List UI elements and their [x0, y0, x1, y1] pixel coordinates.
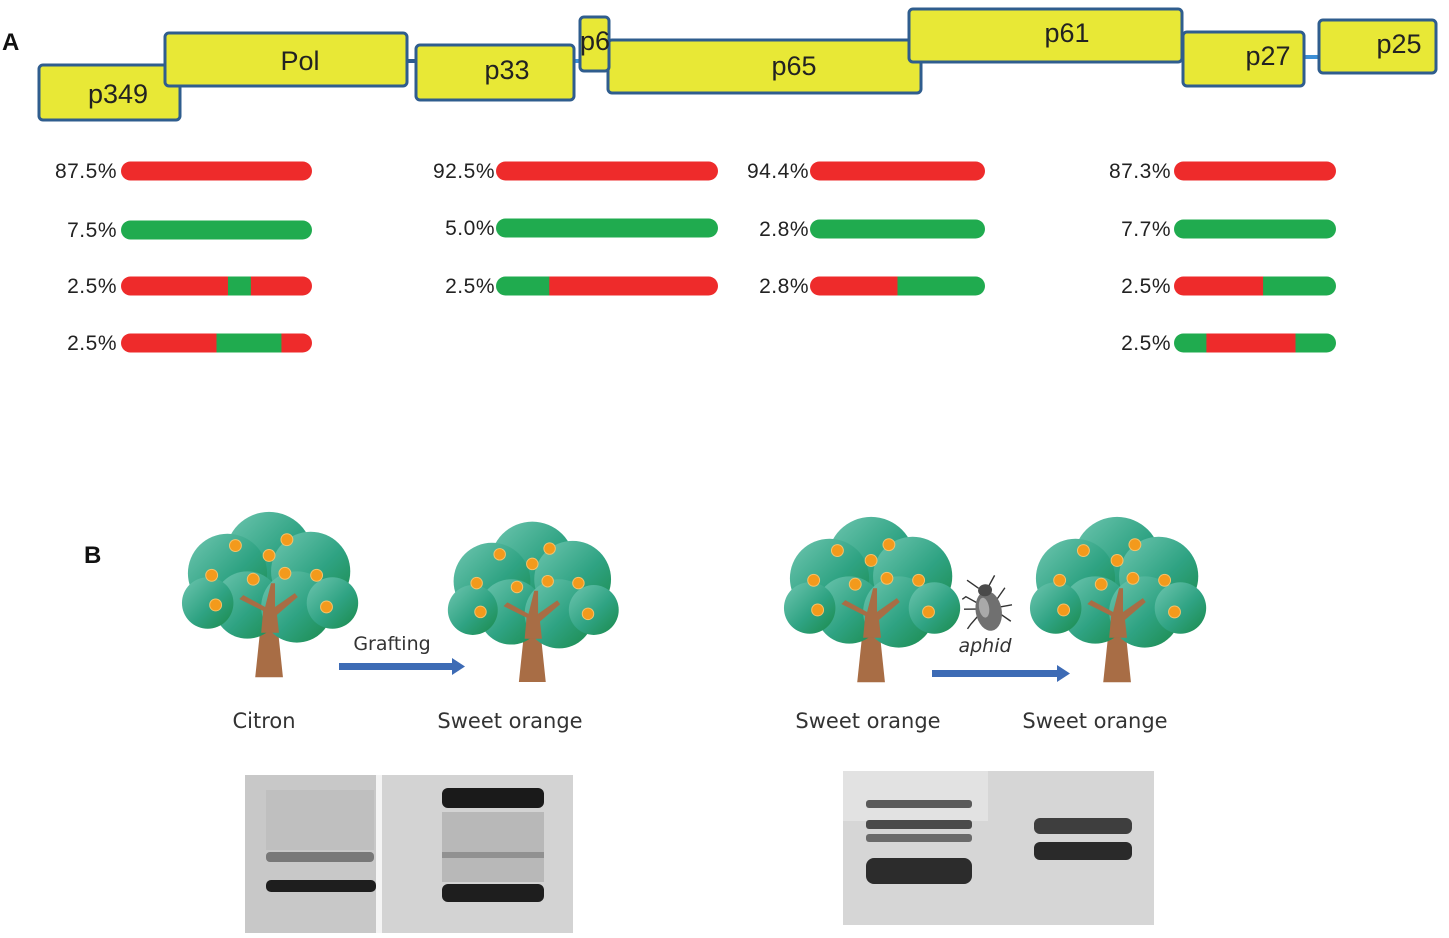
gene-label-pol: Pol	[280, 46, 319, 76]
gene-label-p27: p27	[1245, 41, 1290, 71]
gene-label-p349: p349	[88, 79, 148, 109]
haplotype-bar	[121, 333, 312, 353]
haplotype-bar	[810, 276, 985, 296]
bar-segment-red	[810, 276, 898, 296]
haplotype-bar	[121, 276, 312, 296]
haplotype-bar	[1174, 219, 1336, 239]
bar-segment-red	[281, 333, 312, 353]
haplotype-bar	[496, 276, 718, 296]
gene-label-p6: p6	[580, 26, 610, 56]
grafting-label: Grafting	[353, 633, 430, 655]
caption-sweet-orange-1: Sweet orange	[437, 709, 582, 733]
gene-box-p65	[606, 38, 923, 95]
bar-group-p33: 92.5% 5.0% 2.5%	[433, 160, 718, 298]
bar-segment-red	[1174, 276, 1264, 296]
caption-sweet-orange-2: Sweet orange	[795, 709, 940, 733]
bar-segment-green	[1263, 276, 1336, 296]
gel-image-left	[245, 775, 573, 933]
bar-segment-green	[1295, 333, 1336, 353]
tree-sweet-orange-source	[783, 516, 961, 683]
aphid-arrow	[932, 665, 1070, 682]
bar-segment-red	[121, 276, 229, 296]
panel-a-label: A	[2, 29, 19, 56]
haplotype-bars: 87.5% 7.5% 2.5% 2.5% 92.5% 5.0% 2.5% 94.4% 2.8…	[55, 160, 1336, 355]
bar-segment-green	[1174, 219, 1336, 239]
grafting-arrow	[339, 658, 465, 675]
percentage-label: 2.8%	[759, 275, 809, 298]
genome-map: p349 Pol p33 p6 p65 p61 p27 p25	[37, 7, 1438, 122]
haplotype-bar	[810, 219, 985, 239]
bar-segment-red	[1174, 161, 1336, 181]
bar-group-p27-p25: 87.3% 7.7% 2.5% 2.5%	[1109, 160, 1336, 355]
panel-b-label: B	[84, 542, 101, 569]
tree-sweet-orange-grafted	[447, 521, 620, 683]
aphid-icon	[961, 575, 1013, 631]
percentage-label: 2.8%	[759, 218, 809, 241]
percentage-label: 94.4%	[747, 160, 809, 183]
haplotype-bar	[496, 161, 718, 181]
tree-citron	[181, 511, 359, 678]
gene-box-p27	[1181, 30, 1306, 88]
gene-label-p61: p61	[1044, 18, 1089, 48]
gene-label-p25: p25	[1376, 29, 1421, 59]
haplotype-bar	[1174, 333, 1336, 353]
percentage-label: 7.7%	[1121, 218, 1171, 241]
bar-segment-green	[227, 276, 252, 296]
percentage-label: 2.5%	[1121, 275, 1171, 298]
gene-box-pol	[163, 31, 409, 88]
gene-box-p33	[414, 43, 576, 102]
caption-sweet-orange-3: Sweet orange	[1022, 709, 1167, 733]
bar-segment-red	[810, 161, 985, 181]
bar-segment-red	[121, 161, 312, 181]
percentage-label: 92.5%	[433, 160, 495, 183]
percentage-label: 5.0%	[445, 217, 495, 240]
tree-sweet-orange-aphid	[1029, 516, 1207, 683]
haplotype-bar	[810, 161, 985, 181]
bar-segment-green	[897, 276, 985, 296]
gel-image-right	[843, 771, 1154, 925]
bar-group-p65: 94.4% 2.8% 2.8%	[747, 160, 985, 298]
bar-segment-green	[1174, 333, 1207, 353]
haplotype-bar	[121, 161, 312, 181]
bar-segment-red	[549, 276, 718, 296]
percentage-label: 2.5%	[445, 275, 495, 298]
haplotype-bar	[121, 220, 312, 240]
haplotype-bar	[1174, 161, 1336, 181]
bar-segment-green	[216, 333, 282, 353]
gene-label-p65: p65	[771, 51, 816, 81]
percentage-label: 2.5%	[1121, 332, 1171, 355]
percentage-label: 2.5%	[67, 275, 117, 298]
bar-segment-red	[121, 333, 217, 353]
gene-box-p6	[578, 15, 611, 73]
percentage-label: 87.5%	[55, 160, 117, 183]
bar-segment-green	[496, 276, 550, 296]
bar-segment-red	[1206, 333, 1296, 353]
aphid-label: aphid	[958, 635, 1012, 657]
haplotype-bar	[496, 218, 718, 238]
percentage-label: 87.3%	[1109, 160, 1171, 183]
caption-citron: Citron	[232, 709, 295, 733]
percentage-label: 7.5%	[67, 219, 117, 242]
bar-group-p349-pol: 87.5% 7.5% 2.5% 2.5%	[55, 160, 312, 355]
bar-segment-red	[496, 161, 718, 181]
percentage-label: 2.5%	[67, 332, 117, 355]
gene-label-p33: p33	[484, 55, 529, 85]
haplotype-bar	[1174, 276, 1336, 296]
gene-box-p349	[37, 63, 182, 122]
bar-segment-green	[121, 220, 312, 240]
bar-segment-green	[496, 218, 718, 238]
gene-box-p25	[1317, 18, 1438, 75]
bar-segment-red	[250, 276, 312, 296]
bar-segment-green	[810, 219, 985, 239]
